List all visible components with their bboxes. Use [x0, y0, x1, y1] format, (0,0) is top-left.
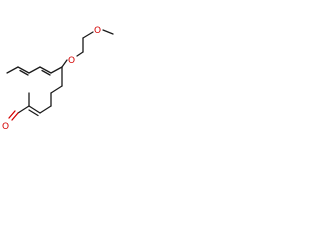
bond-diene-3 [39, 66, 52, 74]
bond-ch-to-o [61, 59, 68, 68]
bond-diene-4 [50, 66, 63, 74]
bond-aldehyde-co-double [8, 110, 16, 119]
bond-ch2-to-methoxy-o [82, 31, 94, 39]
bond-to-aldehyde-carbon [17, 105, 30, 114]
bond-aldehyde-co [11, 112, 19, 121]
bond-diene-1 [17, 66, 30, 74]
aldehyde-oxygen-label: O [2, 122, 9, 132]
bond-alkene [28, 105, 41, 114]
bond-alkene-double [28, 109, 39, 117]
bond-o-to-ch2 [76, 51, 84, 57]
bond-terminal-methyl [6, 66, 19, 74]
bond-diene-3-double [41, 69, 51, 76]
bond-diene-2 [28, 66, 41, 74]
ether-oxygen-label: O [68, 56, 75, 66]
molecule-structure-diagram: O O O [2, 26, 114, 132]
bond-diene-1-double [19, 69, 29, 76]
bond-methoxy-methyl [102, 29, 114, 35]
bond-chain-3 [39, 105, 52, 114]
methoxy-oxygen-label: O [94, 26, 101, 36]
bond-chain-1 [50, 85, 63, 94]
